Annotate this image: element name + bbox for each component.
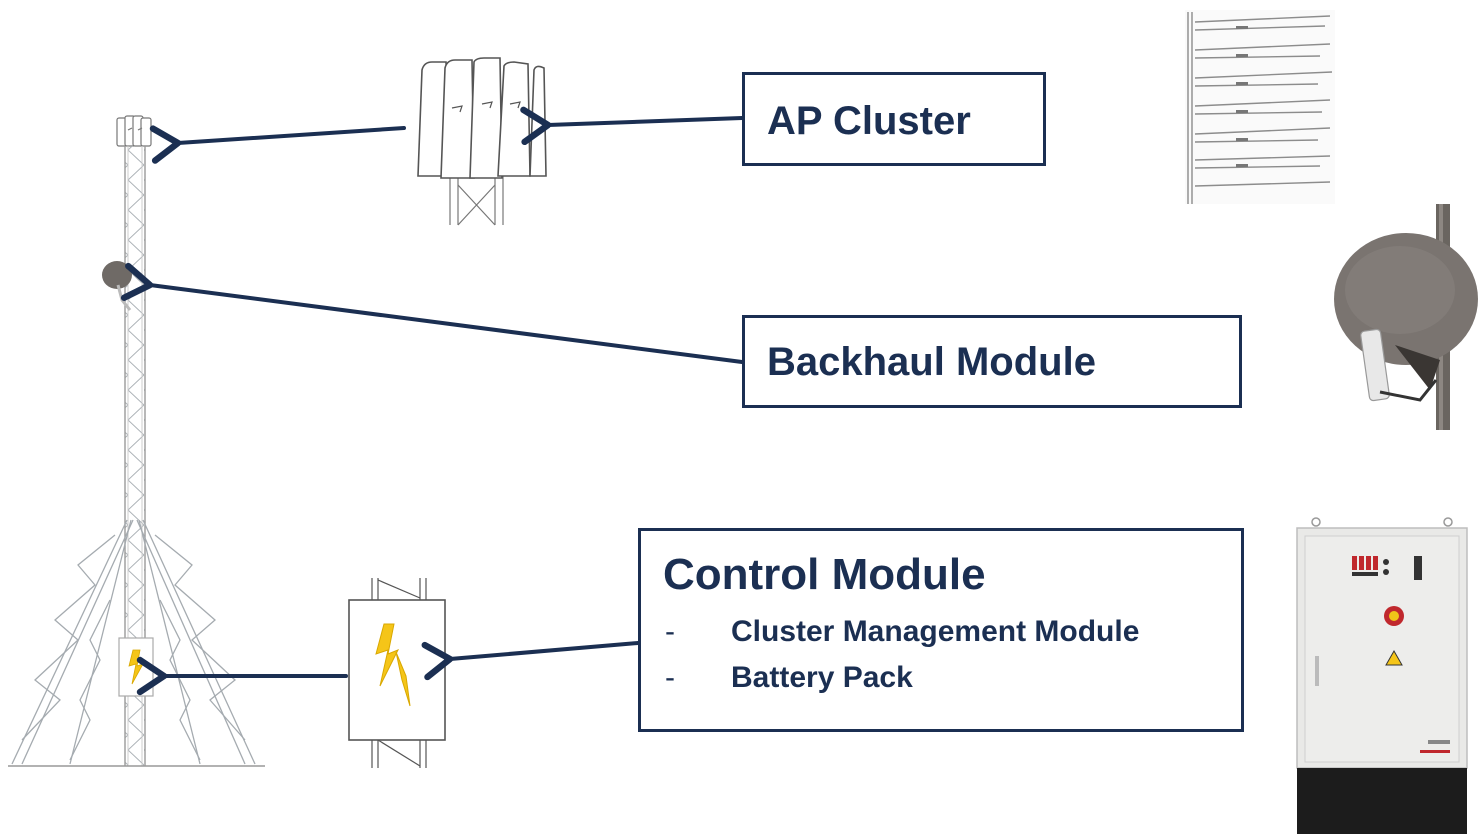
mast-antenna-cluster: [116, 115, 152, 147]
ap-cluster-label-box: AP Cluster: [742, 72, 1046, 166]
arrow-label-to-cabinet: [421, 641, 640, 681]
backhaul-module-label-box: Backhaul Module: [742, 315, 1242, 408]
control-module-title: Control Module: [663, 550, 986, 599]
arrow-label-to-ap: [520, 106, 744, 146]
control-module-item: -Cluster Management Module: [665, 615, 1140, 648]
control-module-label-box: Control Module -Cluster Management Modul…: [638, 528, 1244, 732]
control-cabinet-photo: [1296, 517, 1468, 834]
arrow-label-to-dish: [120, 262, 744, 364]
backhaul-dish-photo: [1334, 204, 1478, 430]
control-cabinet-enlarged: [348, 578, 446, 768]
mast-tower: [8, 115, 265, 767]
ap-cluster-label: AP Cluster: [767, 99, 971, 143]
arrow-ap-to-mast: [149, 125, 406, 164]
mast-control-cabinet: [118, 637, 154, 697]
arrows: [120, 106, 744, 696]
ap-cluster-photo: [1185, 10, 1335, 204]
backhaul-module-label: Backhaul Module: [767, 340, 1096, 384]
control-module-item: -Battery Pack: [665, 661, 913, 694]
ap-cluster-enlarged: [417, 57, 547, 226]
control-module-list: -Cluster Management Module -Battery Pack: [663, 609, 1241, 701]
